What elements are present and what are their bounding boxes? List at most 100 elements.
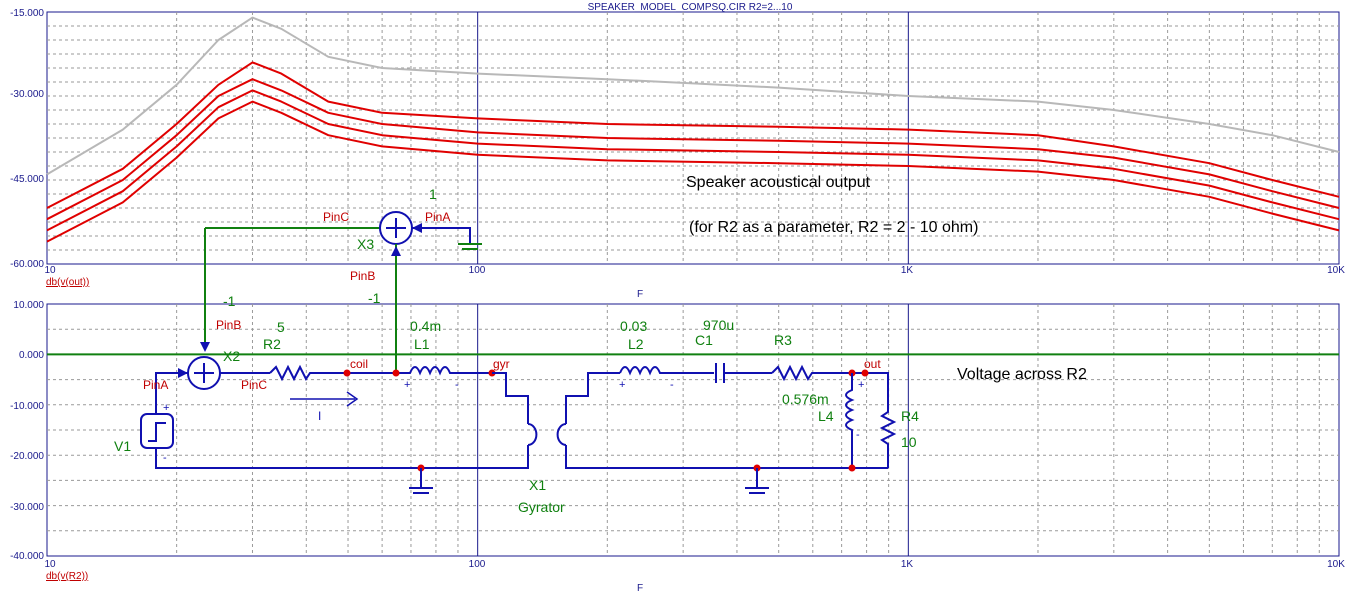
l1-value: 0.4m	[410, 318, 441, 334]
bottom-ytick-5: -40.000	[10, 551, 44, 562]
out-label: out	[864, 357, 881, 371]
schematic: PinC PinA PinB X3 1 -1 PinB PinA PinC X2…	[114, 186, 919, 515]
wire-x2-pina	[155, 372, 188, 414]
arrow-x3-pinb	[391, 246, 401, 256]
r4-value: 10	[901, 434, 917, 450]
bottom-ytick-1: 0.000	[19, 350, 44, 361]
c1-label: C1	[695, 332, 713, 348]
v1-minus: -	[163, 452, 167, 464]
arrow-x3-pina	[412, 223, 422, 233]
x2-pinb-label: PinB	[216, 318, 241, 332]
top-series-line-2	[46, 78, 1340, 221]
x3-label: X3	[357, 236, 374, 252]
c1-value: 970u	[703, 317, 734, 333]
bottom-xtick-0: 10	[44, 559, 56, 570]
l4-label: L4	[818, 408, 834, 424]
x2-pina-label: PinA	[143, 378, 168, 392]
r4-resistor	[879, 400, 897, 468]
top-series	[46, 16, 1340, 243]
x1-left-bottom	[155, 445, 529, 469]
x1-label: X1	[529, 477, 546, 493]
top-xtick-0: 10	[44, 265, 56, 276]
x1-type: Gyrator	[518, 499, 565, 515]
top-xtick-2: 1K	[901, 265, 914, 276]
x3-gain-b: -1	[368, 290, 381, 306]
node-l4-bottom	[848, 464, 856, 472]
top-ylabel: db(v(out))	[46, 277, 89, 288]
r2-label: R2	[263, 336, 281, 352]
x1-right-bottom	[565, 445, 888, 469]
l1-label: L1	[414, 336, 430, 352]
bottom-panel: 10.000 0.000 -10.000 -20.000 -30.000 -40…	[10, 300, 1345, 594]
l2-minus: -	[670, 379, 674, 391]
r2-resistor	[269, 364, 400, 382]
bottom-ylabel: db(v(R2))	[46, 571, 88, 582]
arrow-x2-pina	[178, 368, 188, 378]
l4-minus: -	[856, 429, 860, 441]
l4-value: 0.576m	[782, 391, 829, 407]
v1-plus: +	[163, 402, 169, 414]
top-series-line-0	[46, 16, 1340, 176]
x1-right-top	[565, 372, 620, 424]
x3-pinc-label: PinC	[323, 210, 349, 224]
top-annotation-title: Speaker acoustical output	[686, 174, 871, 191]
x2-label: X2	[223, 348, 240, 364]
r3-label: R3	[774, 332, 792, 348]
top-series-line-1	[46, 61, 1340, 209]
bottom-ytick-3: -20.000	[10, 451, 44, 462]
l2-label: L2	[628, 336, 644, 352]
bottom-xtick-2: 1K	[901, 559, 914, 570]
top-panel: -15.000 -30.000 -45.000 -60.000 10 100 1…	[10, 8, 1345, 300]
bottom-annotation: Voltage across R2	[957, 366, 1087, 383]
v1-step-icon	[148, 422, 166, 442]
l2-inductor	[619, 366, 714, 376]
x3-pina-label: PinA	[425, 210, 450, 224]
x2-gain-b: -1	[223, 293, 236, 309]
bottom-ytick-0: 10.000	[13, 300, 44, 311]
top-annotation-note: (for R2 as a parameter, R2 = 2 - 10 ohm)	[689, 219, 978, 236]
bottom-xtick-1: 100	[469, 559, 486, 570]
x2-pinc-label: PinC	[241, 378, 267, 392]
gyr-label: gyr	[493, 357, 510, 371]
top-ytick-0: -15.000	[10, 8, 44, 19]
x1-left-coil	[527, 423, 538, 446]
x1-left-top	[492, 372, 529, 424]
top-series-line-3	[46, 89, 1340, 232]
top-ytick-3: -60.000	[10, 259, 44, 270]
top-grid	[47, 12, 1339, 264]
bottom-xlabel: F	[637, 583, 643, 594]
top-ytick-1: -30.000	[10, 89, 44, 100]
l1-minus: -	[455, 379, 459, 391]
top-series-line-4	[46, 100, 1340, 243]
l4-plus: +	[858, 379, 864, 391]
l1-plus: +	[404, 379, 410, 391]
top-xtick-3: 10K	[1327, 265, 1345, 276]
bottom-ytick-2: -10.000	[10, 401, 44, 412]
plot-title: SPEAKER_MODEL_COMPSQ.CIR R2=2...10	[588, 2, 793, 13]
current-label: I	[318, 409, 321, 423]
top-ytick-2: -45.000	[10, 174, 44, 185]
l2-value: 0.03	[620, 318, 647, 334]
l2-plus: +	[619, 379, 625, 391]
x3-gain-a: 1	[429, 186, 437, 202]
l4-inductor	[845, 373, 855, 468]
top-xtick-1: 100	[469, 265, 486, 276]
node-out	[861, 369, 869, 377]
wire-x3-pina	[412, 227, 471, 244]
v1-label: V1	[114, 438, 131, 454]
x3-pinb-label: PinB	[350, 269, 375, 283]
x1-right-coil	[556, 423, 567, 446]
current-arrow-head	[346, 391, 359, 407]
coil-label: coil	[350, 357, 368, 371]
l1-inductor	[400, 366, 492, 376]
arrow-x2-pinb	[200, 342, 210, 352]
bottom-ytick-4: -30.000	[10, 502, 44, 513]
bottom-xtick-3: 10K	[1327, 559, 1345, 570]
top-xlabel: F	[637, 289, 643, 300]
r2-value: 5	[277, 319, 285, 335]
node-coil	[343, 369, 351, 377]
r4-label: R4	[901, 408, 919, 424]
bottom-grid	[47, 304, 1339, 556]
node-x3-pinb	[392, 369, 400, 377]
